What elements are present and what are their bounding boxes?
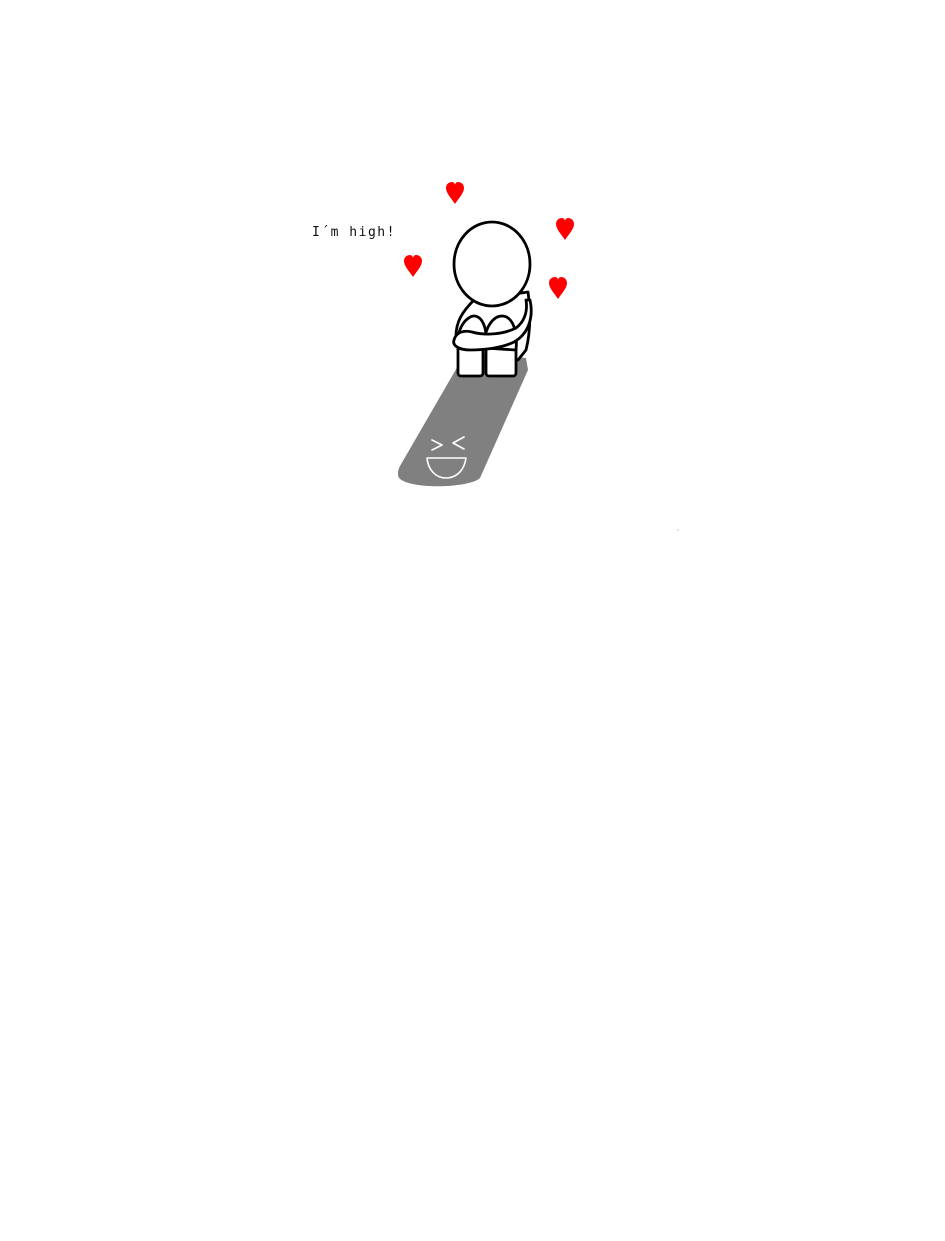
laughing-face-icon	[426, 436, 467, 479]
heart-icon	[446, 182, 464, 204]
speck	[677, 529, 679, 531]
heart-icon	[404, 255, 422, 277]
caption-text: I´m high!	[312, 225, 396, 240]
shadow-shape	[397, 352, 528, 487]
sitting-figure	[452, 220, 533, 378]
heart-icon	[549, 277, 567, 299]
figure-head	[452, 220, 532, 308]
shadow	[397, 352, 528, 487]
heart-icon	[556, 218, 574, 240]
figure-arm	[452, 298, 533, 352]
hearts	[404, 182, 574, 299]
